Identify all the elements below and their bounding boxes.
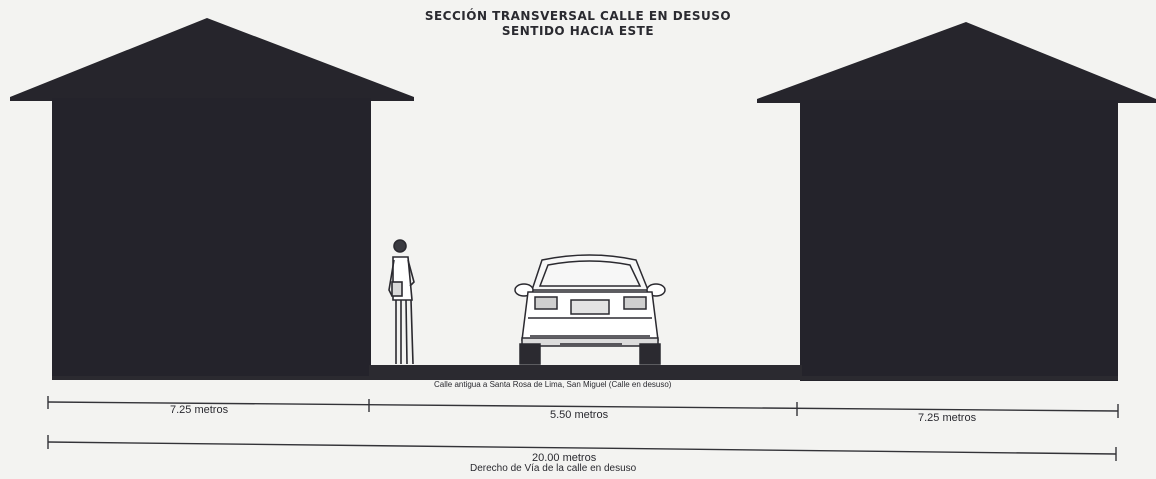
right-building-roof — [757, 22, 1156, 103]
total-dimension-line — [47, 435, 1117, 461]
total-width-dimension: 20.00 metros — [532, 452, 597, 464]
street-width-dimension: 5.50 metros — [550, 409, 609, 421]
partial-dimension-lines — [47, 396, 1119, 418]
pedestrian-figure — [388, 239, 415, 365]
right-sidewalk-dimension: 7.25 metros — [918, 412, 977, 424]
section-title-line-2: SENTIDO HACIA ESTE — [501, 24, 655, 38]
right-of-way-caption: Derecho de Vía de la calle en desuso — [470, 463, 637, 474]
street-ground — [369, 365, 802, 379]
left-sidewalk-dimension: 7.25 metros — [170, 404, 229, 416]
left-building-roof — [10, 18, 414, 101]
ground-base — [52, 376, 1118, 380]
street-name-label: Calle antigua a Santa Rosa de Lima, San … — [434, 380, 672, 389]
section-title-line-1: SECCIÓN TRANSVERSAL CALLE EN DESUSO — [424, 9, 732, 23]
left-building-wall — [52, 98, 371, 379]
right-building-wall — [800, 100, 1118, 381]
car-rear-view — [514, 254, 666, 365]
